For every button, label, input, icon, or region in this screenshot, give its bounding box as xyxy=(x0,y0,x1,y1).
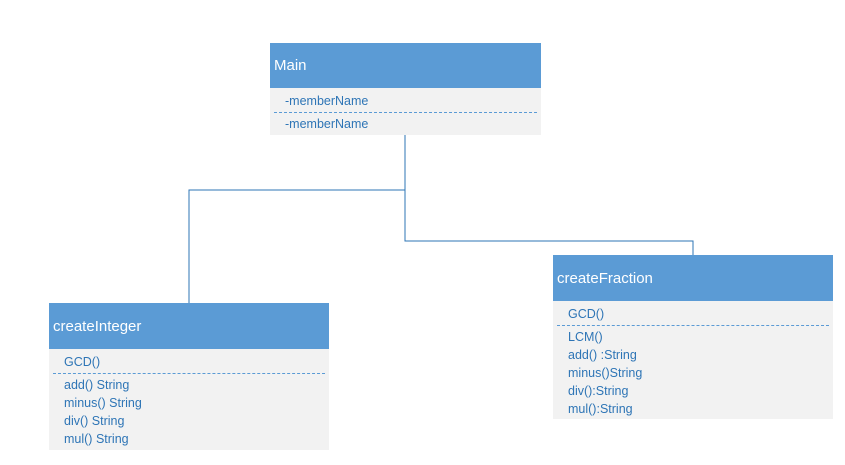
class-createinteger-method: mul() String xyxy=(64,432,129,446)
class-createfraction-method: div():String xyxy=(568,384,629,398)
class-main-header: Main xyxy=(270,43,541,88)
class-createfraction-method: mul():String xyxy=(568,402,633,416)
class-main-divider xyxy=(274,112,537,113)
class-main[interactable]: Main -memberName -memberName xyxy=(270,43,541,135)
class-createfraction-name: createFraction xyxy=(557,269,653,287)
class-createinteger-attributes: GCD() xyxy=(49,349,329,371)
class-createfraction-methods: LCM() add() :String minus()String div():… xyxy=(553,328,833,418)
class-createinteger-method: minus() String xyxy=(64,396,142,410)
class-main-method: -memberName xyxy=(285,117,369,131)
class-createfraction-attribute: GCD() xyxy=(568,307,605,321)
class-createinteger-divider xyxy=(53,373,325,374)
class-createfraction[interactable]: createFraction GCD() LCM() add() :String… xyxy=(553,255,833,419)
class-createinteger-methods: add() String minus() String div() String… xyxy=(49,376,329,448)
class-createinteger[interactable]: createInteger GCD() add() String minus()… xyxy=(49,303,329,450)
class-createinteger-attribute: GCD() xyxy=(64,355,101,369)
class-main-methods: -memberName xyxy=(270,115,541,133)
class-createfraction-method: minus()String xyxy=(568,366,643,380)
class-createinteger-name: createInteger xyxy=(53,317,142,335)
connector-main-to-createinteger xyxy=(188,135,406,303)
class-main-name: Main xyxy=(274,57,307,74)
class-createinteger-method: div() String xyxy=(64,414,125,428)
class-createfraction-header: createFraction xyxy=(553,255,833,301)
class-main-attributes: -memberName xyxy=(270,88,541,110)
class-createfraction-attributes: GCD() xyxy=(553,301,833,323)
class-createfraction-method: LCM() xyxy=(568,330,603,344)
class-createinteger-header: createInteger xyxy=(49,303,329,349)
class-createfraction-method: add() :String xyxy=(568,348,637,362)
class-main-attribute: -memberName xyxy=(285,94,369,108)
class-createfraction-divider xyxy=(557,325,829,326)
class-createinteger-method: add() String xyxy=(64,378,130,392)
connector-main-to-createfraction xyxy=(404,190,694,255)
